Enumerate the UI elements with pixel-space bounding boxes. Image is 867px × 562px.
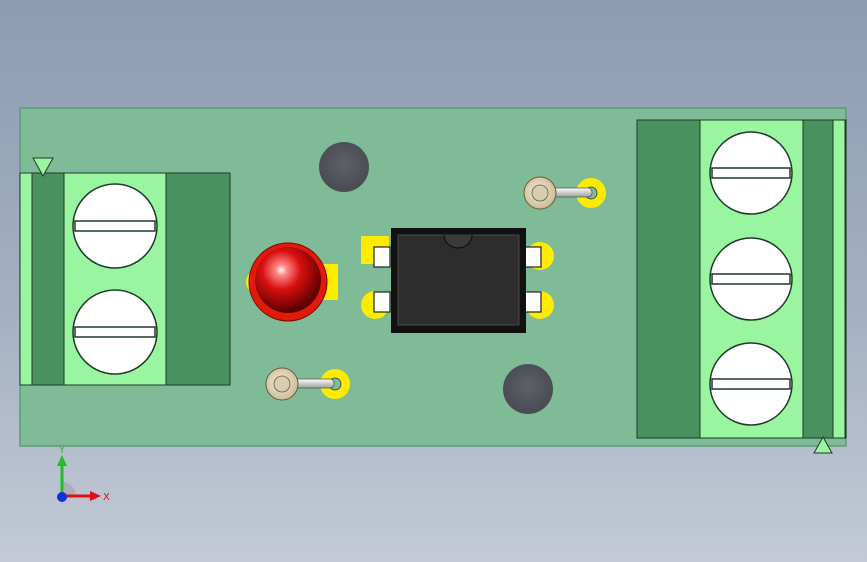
ic-pin (524, 291, 542, 313)
screw-icon[interactable] (72, 289, 158, 375)
ic-pin (524, 246, 542, 268)
y-axis-label: Y (58, 445, 66, 456)
screw-icon[interactable] (709, 131, 793, 215)
pin1-marker-icon (32, 157, 54, 178)
ic-notch-icon (443, 234, 473, 249)
right-screw-terminal[interactable] (636, 119, 847, 454)
ic-pin (373, 291, 391, 313)
z-axis-dot-icon (57, 492, 67, 502)
x-axis-label: X (103, 492, 110, 503)
pin1-marker-icon (813, 435, 833, 454)
ic-dip4[interactable] (361, 228, 554, 333)
screw-icon[interactable] (72, 183, 158, 269)
screw-icon[interactable] (709, 237, 793, 321)
x-axis-arrow-icon (90, 491, 101, 501)
coordinate-triad: X Y (57, 445, 110, 503)
y-axis-arrow-icon (57, 455, 67, 466)
red-led[interactable] (246, 242, 338, 322)
ic-pin (373, 246, 391, 268)
resistor-top[interactable] (523, 176, 606, 210)
mounting-hole-top (319, 142, 369, 192)
left-screw-terminal[interactable] (19, 157, 231, 386)
resistor-bottom[interactable] (265, 367, 350, 401)
screw-icon[interactable] (709, 342, 793, 426)
mounting-hole-bottom (503, 364, 553, 414)
